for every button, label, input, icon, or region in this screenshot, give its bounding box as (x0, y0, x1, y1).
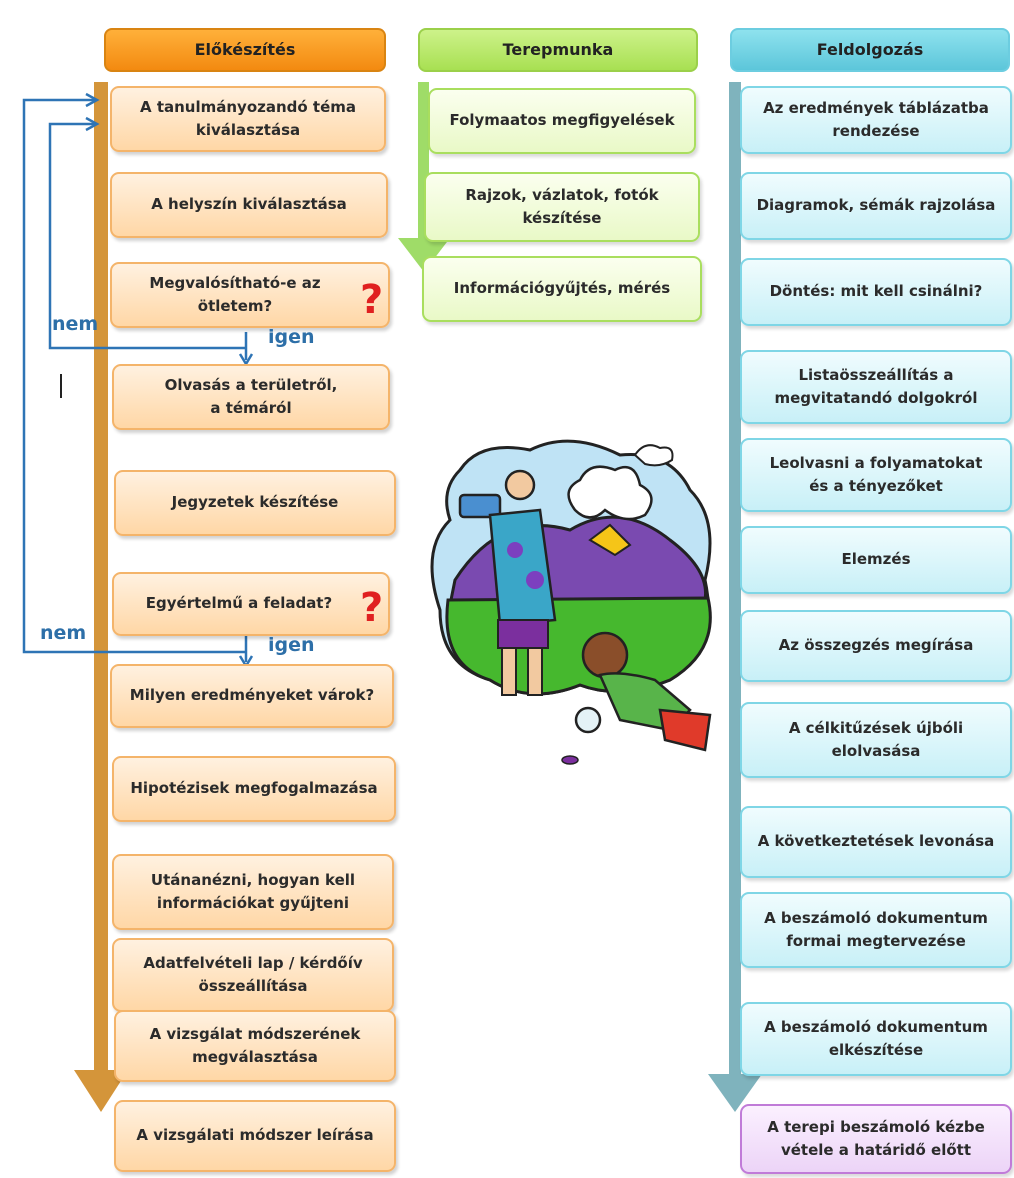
loop-nem-2 (22, 98, 246, 654)
process-step-conclusions: A következtetések levonása (740, 806, 1012, 878)
magnifying-glass (574, 706, 602, 734)
boy-head (581, 631, 629, 679)
process-step-submit-report: A terepi beszámoló kézbe vétele a határi… (740, 1104, 1012, 1174)
shirt-pattern (507, 542, 523, 558)
header-terepmunka: Terepmunka (418, 28, 698, 72)
field-step-drawings-photos: Rajzok, vázlatok, fotók készítése (424, 172, 700, 242)
prep-flow-arrow-shaft (94, 82, 108, 1082)
question-mark-feasibility: ? (360, 277, 384, 323)
feedback-loops (22, 92, 254, 669)
process-flow-arrow-shaft (729, 82, 741, 1084)
man-shorts (497, 619, 549, 649)
boy-pants (658, 708, 712, 752)
prep-step-method-description: A vizsgálati módszer leírása (114, 1100, 396, 1172)
process-step-summary: Az összegzés megírása (740, 610, 1012, 682)
process-step-discussion-list: Listaösszeállítás a megvitatandó dolgokr… (740, 350, 1012, 424)
process-step-analysis: Elemzés (740, 526, 1012, 594)
question-mark-clarity: ? (360, 585, 384, 631)
loop-arrowhead-1 (85, 92, 100, 108)
label-igen-1: igen (268, 326, 315, 348)
field-step-info-measure: Információgyűjtés, mérés (422, 256, 702, 322)
label-nem-2: nem (40, 622, 87, 644)
lava-eruption (588, 523, 632, 557)
video-camera (458, 493, 502, 519)
process-flow-arrow-head (708, 1074, 762, 1112)
prep-step-info-gathering-methods: Utánanézni, hogyan kell információkat gy… (112, 854, 394, 930)
prep-step-expected-results: Milyen eredményeket várok? (110, 664, 394, 728)
green-ground (445, 596, 712, 696)
small-cloud (633, 444, 674, 467)
prep-step-location-selection: A helyszín kiválasztása (110, 172, 388, 238)
prep-step-reading: Olvasás a területről, a témáról (112, 364, 390, 430)
prep-step-feasibility-question: Megvalósítható-e az ötletem? (110, 262, 390, 328)
man-head (504, 469, 536, 501)
prep-step-hypotheses: Hipotézisek megfogalmazása (112, 756, 396, 822)
prep-step-method-choice: A vizsgálat módszerének megválasztása (114, 1010, 396, 1082)
process-step-read-processes: Leolvasni a folyamatokat és a tényezőket (740, 438, 1012, 512)
field-flow-arrow-head (398, 238, 450, 272)
process-step-format-design: A beszámoló dokumentum formai megtervezé… (740, 892, 1012, 968)
prep-step-data-sheet: Adatfelvételi lap / kérdőív összeállítás… (112, 938, 394, 1012)
process-step-document-creation: A beszámoló dokumentum elkészítése (740, 1002, 1012, 1076)
loop-nem-1 (48, 122, 246, 350)
prep-flow-arrow-head (74, 1070, 128, 1112)
field-flow-arrow-shaft (418, 82, 429, 250)
header-feldolgozas: Feldolgozás (730, 28, 1010, 72)
fieldwork-illustration (430, 439, 712, 765)
man-shirt (488, 508, 557, 627)
loop-arrowhead-2 (85, 116, 100, 132)
volcano-smoke (567, 465, 653, 521)
process-step-reread-goals: A célkitűzések újbóli elolvasása (740, 702, 1012, 778)
process-step-decision: Döntés: mit kell csinálni? (740, 258, 1012, 326)
header-elokeszites: Előkészítés (104, 28, 386, 72)
process-step-diagrams: Diagramok, sémák rajzolása (740, 172, 1012, 240)
prep-step-notes: Jegyzetek készítése (114, 470, 396, 536)
text-cursor-mark (60, 374, 62, 398)
bug (561, 755, 579, 765)
field-step-observations: Folymaatos megfigyelések (428, 88, 696, 154)
label-nem-1: nem (52, 313, 99, 335)
prep-step-topic-selection: A tanulmányozandó téma kiválasztása (110, 86, 386, 152)
prep-step-clarity-question: Egyértelmű a feladat? (112, 572, 390, 636)
label-igen-2: igen (268, 634, 315, 656)
shirt-pattern-2 (526, 571, 544, 589)
process-step-tabulate-results: Az eredmények táblázatba rendezése (740, 86, 1012, 154)
